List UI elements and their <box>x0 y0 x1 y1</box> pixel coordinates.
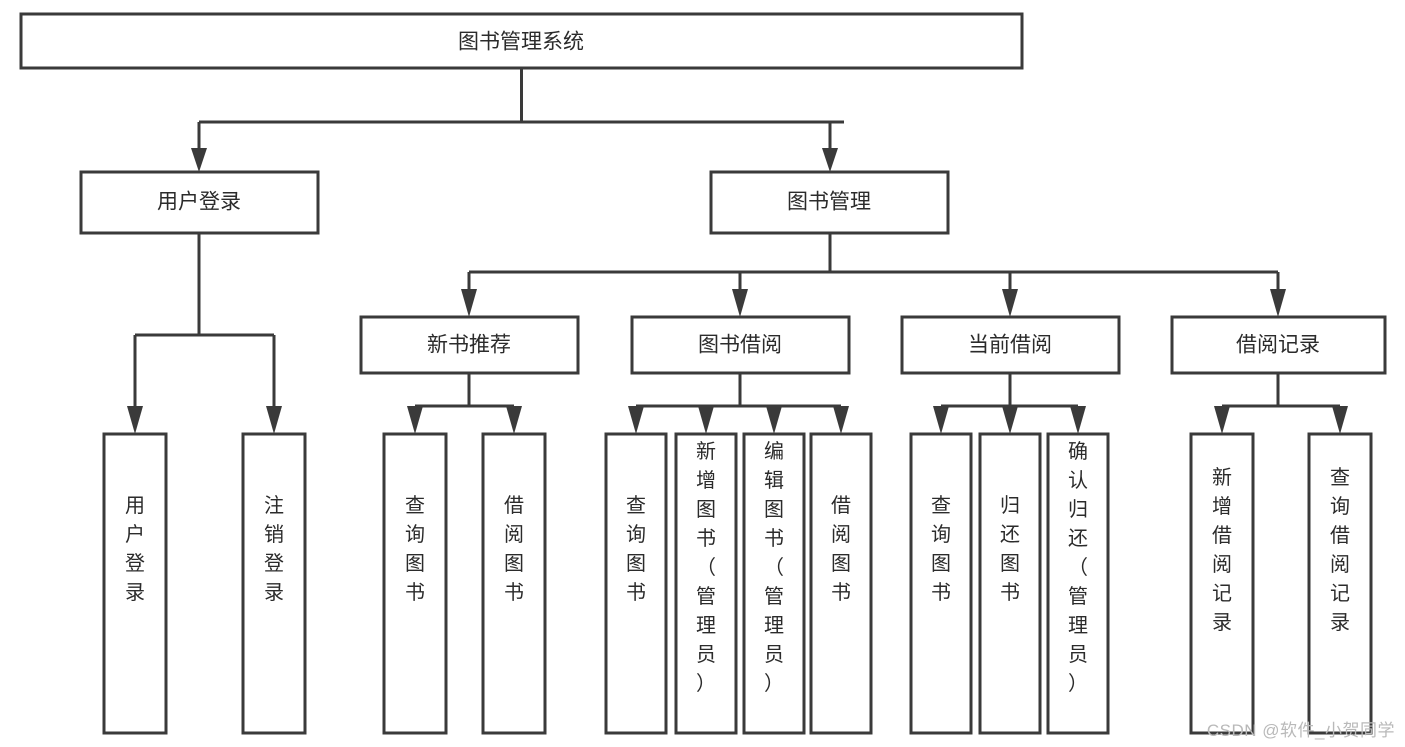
leaf-node[interactable]: 查询借阅记录 <box>1307 432 1373 735</box>
arrowhead-root-to-books <box>822 148 838 172</box>
leaf-label-query-books-1: 查询图书 <box>405 494 425 604</box>
node-borrow-records-label: 借阅记录 <box>1236 334 1320 357</box>
leaf-box-user-login[interactable] <box>102 432 168 735</box>
node-root[interactable]: 图书管理系统 <box>19 12 1024 70</box>
node-book-borrow[interactable]: 图书借阅 <box>630 315 851 375</box>
leaf-node[interactable]: 查询图书 <box>909 432 973 735</box>
node-new-book-recommend[interactable]: 新书推荐 <box>359 315 580 375</box>
node-new-book-recommend-box[interactable] <box>359 315 580 375</box>
leaf-node[interactable]: 借阅图书 <box>809 432 873 735</box>
connector-group-records <box>1214 373 1348 434</box>
leaf-label-confirm-return: 确认归还（管理员） <box>1068 440 1088 695</box>
leaf-node[interactable]: 确认归还（管理员） <box>1046 432 1110 735</box>
node-current-borrow[interactable]: 当前借阅 <box>900 315 1121 375</box>
node-book-management-label: 图书管理 <box>787 191 871 214</box>
leaf-label-query-record: 查询借阅记录 <box>1330 466 1350 634</box>
leaf-node[interactable]: 查询图书 <box>382 432 448 735</box>
arrowhead-current-leaf-3 <box>1070 406 1086 434</box>
leaf-label-borrow-books-2: 借阅图书 <box>831 494 851 604</box>
leaf-node[interactable]: 借阅图书 <box>481 432 547 735</box>
leaf-label-query-books-2: 查询图书 <box>626 494 646 604</box>
node-book-borrow-box[interactable] <box>630 315 851 375</box>
leaf-box-add-record[interactable] <box>1189 432 1255 735</box>
leaf-box-query-books-2[interactable] <box>604 432 668 735</box>
node-current-borrow-box[interactable] <box>900 315 1121 375</box>
node-new-book-recommend-label: 新书推荐 <box>427 334 511 357</box>
connector-group-borrow <box>628 373 849 434</box>
arrowhead-books-child-3 <box>1002 289 1018 317</box>
arrowhead-books-child-1 <box>461 289 477 317</box>
leaf-node[interactable]: 新增借阅记录 <box>1189 432 1255 735</box>
leaf-box-query-books-3[interactable] <box>909 432 973 735</box>
leaf-box-query-books-1[interactable] <box>382 432 448 735</box>
leaf-label-logout: 注销登录 <box>264 494 284 604</box>
arrowhead-records-leaf-2 <box>1332 406 1348 434</box>
node-book-management-box[interactable] <box>709 170 950 235</box>
node-borrow-records[interactable]: 借阅记录 <box>1170 315 1387 375</box>
leaf-node[interactable]: 注销登录 <box>241 432 307 735</box>
arrowhead-user-leaf-2 <box>266 406 282 434</box>
arrowhead-borrow-leaf-1 <box>628 406 644 434</box>
arrowhead-user-leaf-1 <box>127 406 143 434</box>
leaf-node[interactable]: 用户登录 <box>102 432 168 735</box>
watermark-text: CSDN @软件_小贺同学 <box>1206 721 1395 740</box>
connector-group-user-login <box>127 233 282 434</box>
arrowhead-newbooks-leaf-2 <box>506 406 522 434</box>
arrowhead-borrow-leaf-2 <box>698 406 714 434</box>
leaf-label-query-books-3: 查询图书 <box>931 494 951 604</box>
arrowhead-books-child-2 <box>732 289 748 317</box>
node-current-borrow-label: 当前借阅 <box>968 334 1052 357</box>
connector-group-new-books <box>407 373 522 434</box>
node-user-login[interactable]: 用户登录 <box>79 170 320 235</box>
node-root-label: 图书管理系统 <box>458 31 584 54</box>
node-borrow-records-box[interactable] <box>1170 315 1387 375</box>
leaf-box-borrow-books-1[interactable] <box>481 432 547 735</box>
arrowhead-records-leaf-1 <box>1214 406 1230 434</box>
leaf-node[interactable]: 归还图书 <box>978 432 1042 735</box>
arrowhead-borrow-leaf-3 <box>766 406 782 434</box>
leaf-node[interactable]: 编辑图书（管理员） <box>742 432 806 735</box>
arrowhead-root-to-user <box>191 148 207 172</box>
leaf-box-add-book[interactable] <box>674 432 738 735</box>
node-user-login-box[interactable] <box>79 170 320 235</box>
leaf-box-query-record[interactable] <box>1307 432 1373 735</box>
arrowhead-current-leaf-1 <box>933 406 949 434</box>
node-book-borrow-label: 图书借阅 <box>698 334 782 357</box>
leaf-node[interactable]: 查询图书 <box>604 432 668 735</box>
node-root-box[interactable] <box>19 12 1024 70</box>
connector-group-root <box>191 68 844 172</box>
leaf-label-return-book: 归还图书 <box>1000 494 1020 604</box>
arrowhead-newbooks-leaf-1 <box>407 406 423 434</box>
arrowhead-borrow-leaf-4 <box>833 406 849 434</box>
leaf-box-confirm-return[interactable] <box>1046 432 1110 735</box>
arrowhead-books-child-4 <box>1270 289 1286 317</box>
leaf-box-return-book[interactable] <box>978 432 1042 735</box>
leaf-box-edit-book[interactable] <box>742 432 806 735</box>
node-user-login-label: 用户登录 <box>157 191 241 214</box>
connector-group-book-mgmt <box>461 233 1286 317</box>
leaf-label-add-book: 新增图书（管理员） <box>696 440 716 695</box>
leaf-label-user-login: 用户登录 <box>125 495 145 604</box>
connector-group-current-borrow <box>933 373 1086 434</box>
leaf-label-edit-book: 编辑图书（管理员） <box>764 440 784 695</box>
leaf-label-add-record: 新增借阅记录 <box>1212 466 1232 634</box>
leaf-node[interactable]: 新增图书（管理员） <box>674 432 738 735</box>
leaf-box-borrow-books-2[interactable] <box>809 432 873 735</box>
arrowhead-current-leaf-2 <box>1002 406 1018 434</box>
node-book-management[interactable]: 图书管理 <box>709 170 950 235</box>
leaf-box-logout[interactable] <box>241 432 307 735</box>
leaf-label-borrow-books-1: 借阅图书 <box>504 494 524 604</box>
